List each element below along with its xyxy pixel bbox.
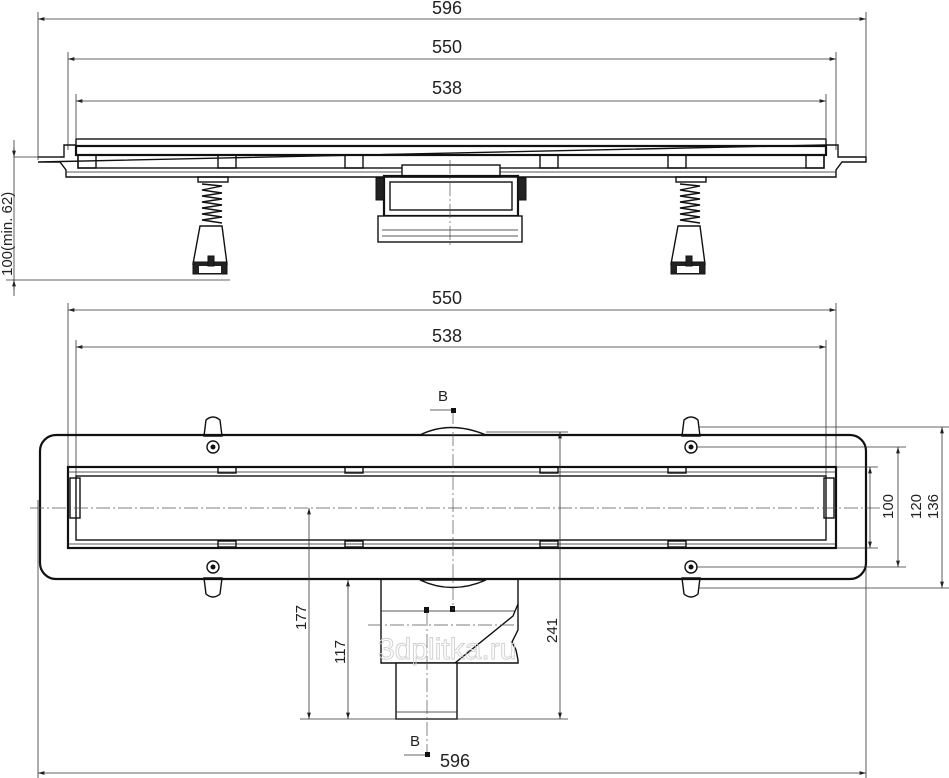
dim-label-100: 100 (880, 494, 897, 519)
mounting-tabs (203, 416, 701, 598)
outlet-siphon-side (375, 160, 527, 248)
leveling-foot-left (192, 176, 229, 275)
outlet-body (368, 579, 520, 720)
dim-label-120: 120 (908, 494, 925, 519)
outlet-pipe (395, 662, 458, 720)
bottom-view: 550 538 (30, 288, 949, 778)
channel-frame (66, 465, 838, 550)
dim-label-538-bottom: 538 (432, 326, 462, 346)
dim-label-177: 177 (293, 605, 310, 630)
watermark: 3dplitka.ru (378, 633, 516, 666)
dim-label-117: 117 (332, 640, 349, 664)
dim-label-136: 136 (925, 494, 942, 519)
section-label-b-top: B (438, 388, 448, 405)
dim-label-height: 100(min. 62) (0, 192, 16, 276)
screw-icons (206, 440, 698, 574)
dim-label-596-top: 596 (432, 0, 462, 18)
leveling-foot-right (670, 176, 707, 275)
dim-label-538-top: 538 (432, 78, 462, 98)
top-view: 596 550 538 (0, 0, 867, 296)
dim-label-550-bottom: 550 (432, 288, 462, 308)
section-label-b-bottom: B (410, 733, 420, 750)
dim-label-550-top: 550 (432, 37, 462, 57)
dim-label-241: 241 (544, 618, 561, 643)
dim-label-596-bottom: 596 (440, 751, 470, 771)
